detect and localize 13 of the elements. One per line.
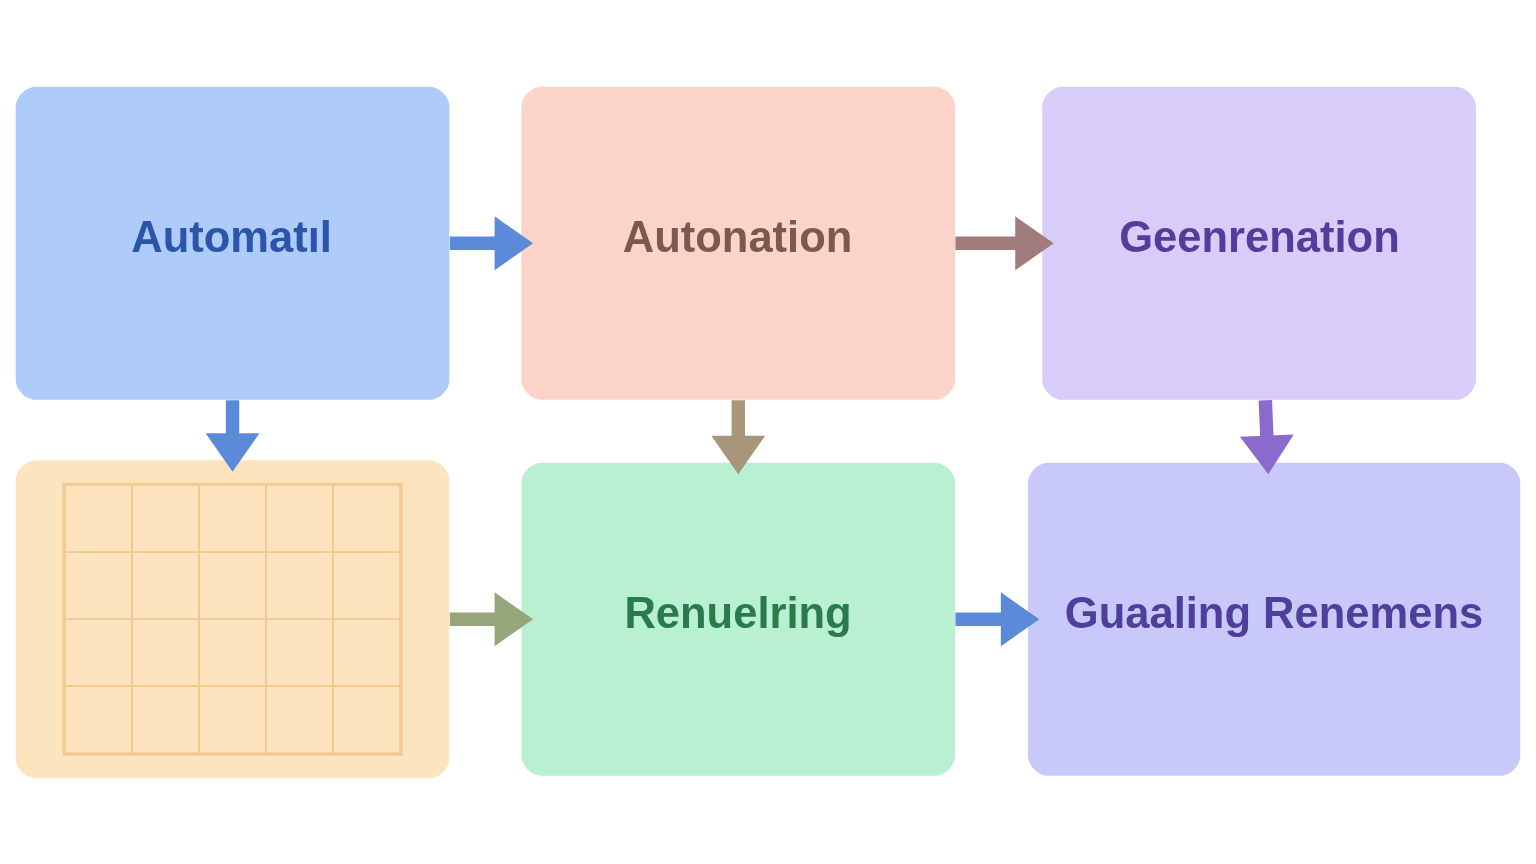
node-box: Autonation	[521, 86, 956, 400]
node-box: Renuelring	[521, 462, 956, 776]
arrow	[955, 215, 1054, 270]
node-box: Guaaling Renemens	[1028, 462, 1521, 776]
node-box	[15, 459, 450, 778]
node-box: Automatıl	[15, 86, 450, 400]
arrow	[711, 399, 766, 474]
arrow	[449, 591, 534, 646]
arrow	[449, 215, 534, 270]
arrow	[1239, 399, 1294, 474]
arrow	[955, 591, 1040, 646]
node-box: Geenrenation	[1042, 86, 1476, 400]
arrow	[205, 399, 260, 472]
